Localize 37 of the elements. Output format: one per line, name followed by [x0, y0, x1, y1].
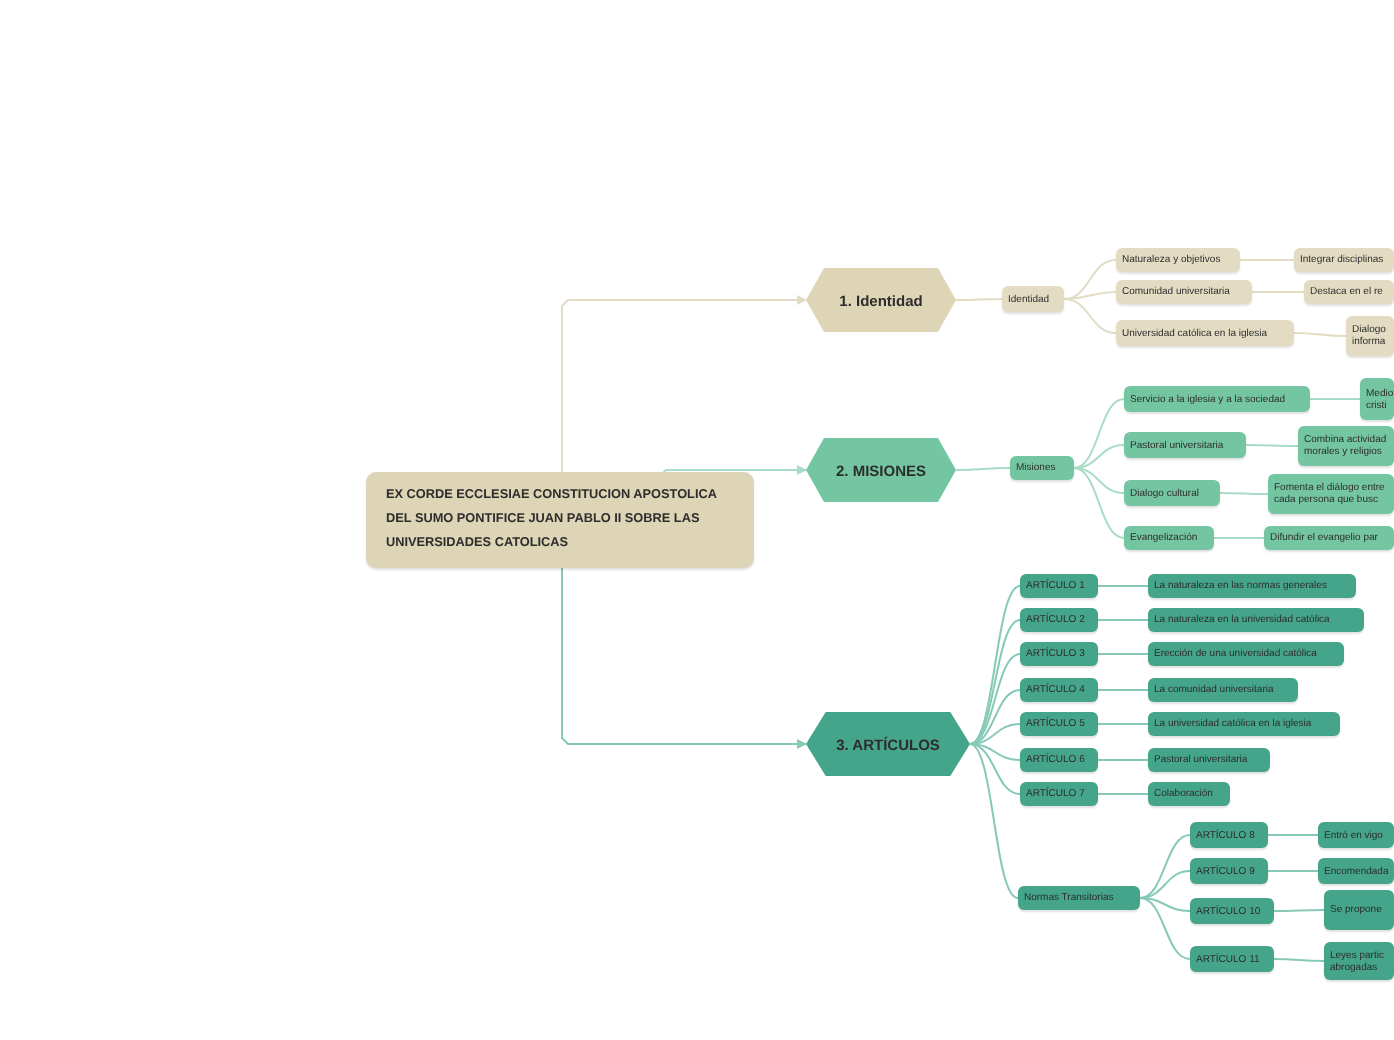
connector-line [969, 743, 1019, 899]
connector-line [1139, 870, 1191, 899]
connector-line [1063, 298, 1117, 334]
connector-line [1063, 291, 1117, 300]
connector-line [1097, 723, 1149, 725]
connector-line [1097, 793, 1149, 795]
connector-line [1073, 467, 1125, 494]
connector-line [1245, 444, 1299, 447]
connector-line [1139, 834, 1191, 899]
connector-line [955, 298, 1003, 301]
connector-line [1309, 398, 1361, 400]
connector-line [1063, 259, 1117, 300]
connector-line [1097, 653, 1149, 655]
connector-line [1239, 259, 1295, 261]
connector-line [1267, 834, 1319, 836]
connector-line [1139, 897, 1191, 960]
connector-line [1073, 467, 1125, 539]
connector-line [1097, 759, 1149, 761]
connector-line [1139, 897, 1191, 912]
connector-line [1251, 291, 1305, 293]
connector-line [1213, 537, 1265, 539]
connector-line [1073, 398, 1125, 469]
arrow [561, 567, 807, 749]
connector-line [1219, 492, 1269, 495]
connector-line [1097, 689, 1149, 691]
connector-line [1097, 619, 1149, 621]
connector-line [1267, 870, 1319, 872]
connector-line [969, 619, 1021, 745]
connector-line [1097, 585, 1149, 587]
connector-line [955, 467, 1011, 471]
connector-line [969, 743, 1021, 795]
connector-line [1073, 444, 1125, 469]
connector-line [1273, 909, 1325, 912]
connector-line [1273, 958, 1325, 962]
arrow [561, 295, 807, 473]
connector-line [1293, 332, 1347, 337]
arrow [659, 465, 807, 479]
